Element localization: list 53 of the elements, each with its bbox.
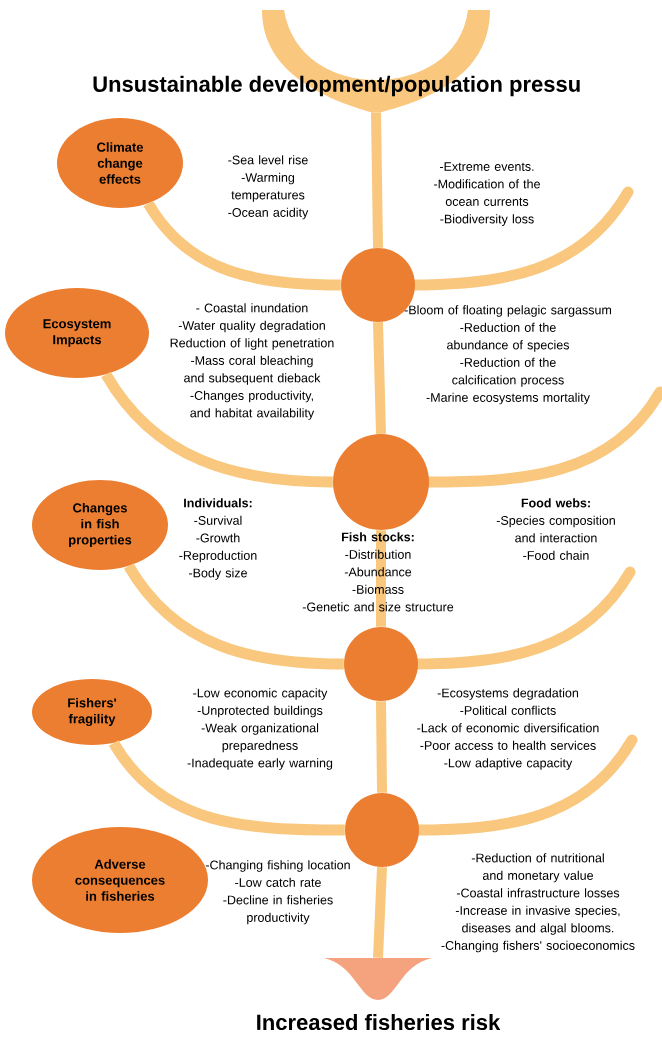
heading-text: Individuals: [184,498,252,508]
bullet-text: -Reduction of nutritional and monetary value [471,853,604,883]
heading-text: Fish stocks: [342,532,414,542]
bullet-text: -Lack of economic diversification [417,723,599,733]
caption: Increased fisheries risk [257,1013,501,1031]
bullet-text: -Unprotected buildings [197,705,323,718]
bullet-text: -Extreme events. [439,162,534,171]
branch-line [143,200,341,291]
bullet-text: -Survival [194,515,242,525]
branch-line [101,371,333,488]
branch-line [109,739,345,836]
bullet-text: -Modification of the ocean currents [434,179,540,206]
stem-line [373,867,387,959]
stem-line [376,701,387,793]
bullet-text: -Mass coral bleaching and subsequent dieback [184,355,321,385]
stem-line [373,322,386,434]
bullet-text: -Poor access to health services [420,740,596,750]
bullet-text: -Food chain [523,550,589,560]
stem-line [376,530,386,627]
bullet-text: -Coastal infrastructure losses [456,888,620,898]
bullet-text: -Inadequate early warning [187,758,333,770]
bullet-text: -Weak organizational preparedness [201,723,319,753]
bullet-text: -Increase in invasive species, diseases and algal blooms. [455,905,620,935]
bullet-text: -Ecosystems degradation [437,688,579,700]
branch-line [124,563,344,670]
bullet-text: -Changing fishing location [205,860,350,872]
bullet-text: -Reduction of the calcification process [452,357,564,387]
bullet-text: -Political conflicts [460,705,556,715]
bullet-text: -Distribution [345,549,411,559]
bullet-text: -Water quality degradation [178,320,325,333]
junction-circle [344,627,418,701]
junction-circle [333,434,429,530]
bullet-text: -Low economic capacity [193,688,328,700]
bullet-text: -Low catch rate [235,877,321,887]
bullet-text: -Bloom of floating pelagic sargassum [404,305,611,317]
bullet-text: -Growth [196,533,240,543]
title: Unsustainable development/population pressu [93,75,580,97]
bullet-text: Reduction of light penetration [170,338,334,350]
bullet-text: -Biomass [352,584,404,594]
bullet-text: -Decline in fisheries productivity [223,895,333,925]
bullet-text: -Body size [189,568,247,580]
heading-text: Food webs: [521,498,590,508]
bullet-text: -Warming temperatures [231,172,305,202]
funnel-shape [324,958,432,1000]
bullet-text: -Species composition and interaction [496,515,615,543]
bullet-text: -Reduction of the abundance of species [447,322,570,352]
bullet-text: - Coastal inundation [196,303,308,313]
bullet-text: -Changes productivity, and habitat availability [190,390,315,420]
stem-line [371,112,383,248]
bullet-text: -Low adaptive capacity [444,758,573,770]
bullet-text: -Abundance [344,567,412,577]
bullet-text: -Ocean acidity [228,207,309,220]
bullet-text: -Sea level rise [228,155,308,165]
